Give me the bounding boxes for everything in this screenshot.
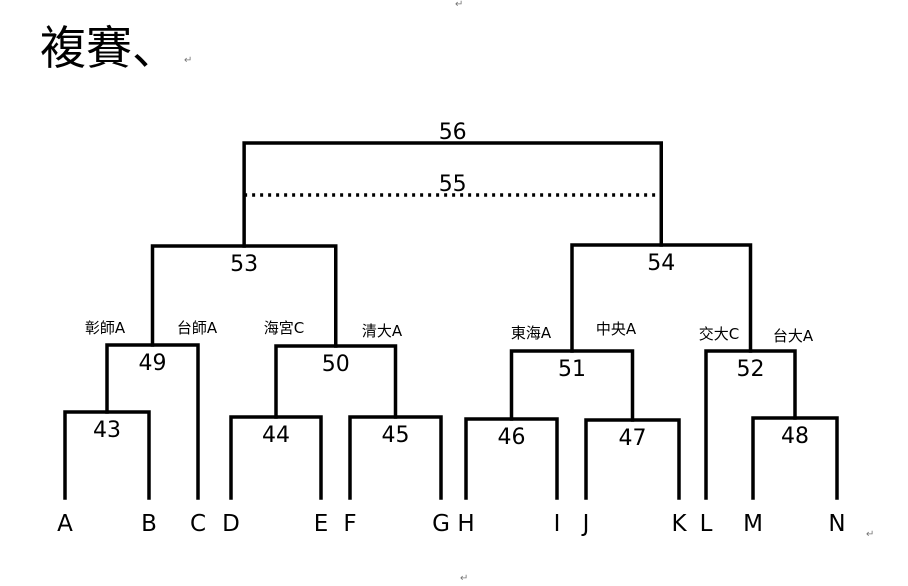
team-label: N bbox=[828, 511, 845, 537]
match-number: 52 bbox=[737, 357, 765, 382]
match-number: 50 bbox=[322, 352, 350, 377]
seed-label: 彰師A bbox=[85, 319, 126, 337]
team-label: L bbox=[700, 511, 713, 537]
team-label: D bbox=[222, 511, 240, 537]
seed-label: 中央A bbox=[596, 320, 637, 338]
match-number: 44 bbox=[262, 423, 290, 448]
team-label: E bbox=[314, 511, 329, 537]
seed-label: 海宮C bbox=[264, 319, 304, 337]
team-label: J bbox=[581, 511, 590, 537]
paragraph-mark: ↵ bbox=[866, 529, 875, 540]
team-label: H bbox=[457, 511, 474, 537]
seed-label: 台師A bbox=[177, 319, 218, 337]
paragraph-mark: ↵ bbox=[460, 573, 469, 584]
match-number: 48 bbox=[781, 424, 809, 449]
match-number: 46 bbox=[498, 425, 526, 450]
match-number: 51 bbox=[558, 357, 586, 382]
team-label: M bbox=[743, 511, 763, 537]
match-number: 45 bbox=[382, 423, 410, 448]
team-label: I bbox=[554, 511, 561, 537]
page-heading: 複賽、 bbox=[40, 21, 178, 75]
paragraph-mark: ↵ bbox=[455, 0, 464, 10]
match-number: 54 bbox=[647, 251, 675, 276]
match-number: 43 bbox=[93, 418, 121, 443]
team-label: A bbox=[57, 511, 73, 537]
team-label: K bbox=[671, 511, 687, 537]
match-number: 53 bbox=[230, 252, 258, 277]
team-label: F bbox=[343, 511, 356, 537]
team-label: B bbox=[141, 511, 157, 537]
match-number: 55 bbox=[439, 172, 467, 197]
match-number: 47 bbox=[619, 426, 647, 451]
seed-label: 交大C bbox=[699, 325, 739, 343]
match-bracket-line bbox=[242, 141, 663, 248]
paragraph-mark: ↵ bbox=[184, 55, 193, 66]
match-number: 56 bbox=[439, 120, 467, 145]
seed-label: 清大A bbox=[362, 322, 403, 340]
match-number: 49 bbox=[139, 351, 167, 376]
team-label: C bbox=[190, 511, 206, 537]
seed-label: 台大A bbox=[773, 327, 814, 345]
team-label: G bbox=[432, 511, 450, 537]
seed-label: 東海A bbox=[511, 324, 552, 342]
